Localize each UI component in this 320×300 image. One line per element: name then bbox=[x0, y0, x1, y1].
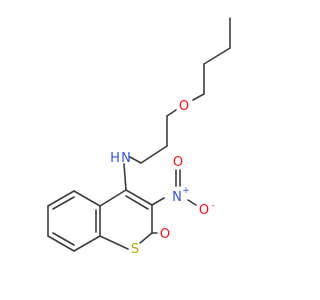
amine-nitrogen-label: N bbox=[121, 151, 131, 166]
bond bbox=[73, 190, 101, 207]
bond bbox=[47, 190, 75, 207]
bond bbox=[47, 235, 75, 252]
bond bbox=[125, 189, 153, 206]
bond bbox=[187, 199, 197, 206]
amine-hydrogen-label: H bbox=[110, 151, 120, 166]
nitro-nitrogen-label: N bbox=[172, 190, 182, 205]
bond bbox=[166, 109, 177, 117]
carbonyl-oxygen-label: O bbox=[160, 227, 170, 242]
bond bbox=[151, 197, 165, 206]
nitro-oxygen-right-label: O bbox=[199, 203, 209, 218]
ring-sulfur-label: S bbox=[131, 242, 139, 257]
structure-diagram: O N H N + O O - S O bbox=[47, 17, 231, 257]
bond bbox=[129, 156, 142, 164]
bond bbox=[73, 235, 101, 252]
bond bbox=[52, 232, 75, 246]
nitro-nitrogen-charge: + bbox=[182, 186, 190, 196]
nitro-oxygen-top-label: O bbox=[173, 155, 183, 170]
bond bbox=[99, 235, 129, 250]
nitro-oxygen-charge: - bbox=[211, 201, 214, 211]
bond bbox=[123, 163, 127, 191]
bond bbox=[125, 195, 149, 210]
bond bbox=[52, 196, 75, 210]
bond bbox=[99, 189, 127, 207]
bond bbox=[192, 93, 205, 101]
bond bbox=[203, 47, 231, 65]
bond bbox=[139, 232, 153, 244]
ether-oxygen-label: O bbox=[179, 99, 189, 114]
bond bbox=[140, 145, 168, 164]
